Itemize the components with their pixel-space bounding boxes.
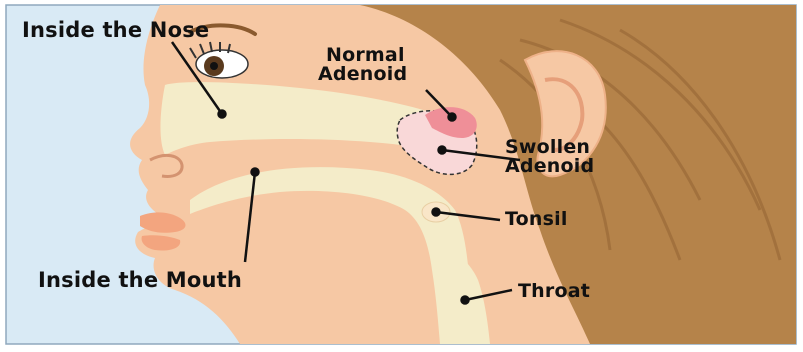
label-inside-nose: Inside the Nose bbox=[22, 20, 209, 41]
label-throat: Throat bbox=[518, 282, 590, 301]
label-swollen-adenoid: Swollen Adenoid bbox=[505, 138, 594, 177]
label-tonsil: Tonsil bbox=[505, 210, 568, 229]
label-normal-adenoid: Normal Adenoid bbox=[318, 46, 407, 85]
label-normal-adenoid-line2: Adenoid bbox=[318, 65, 407, 84]
label-swollen-adenoid-line2: Adenoid bbox=[505, 157, 594, 176]
label-inside-mouth: Inside the Mouth bbox=[38, 270, 242, 291]
